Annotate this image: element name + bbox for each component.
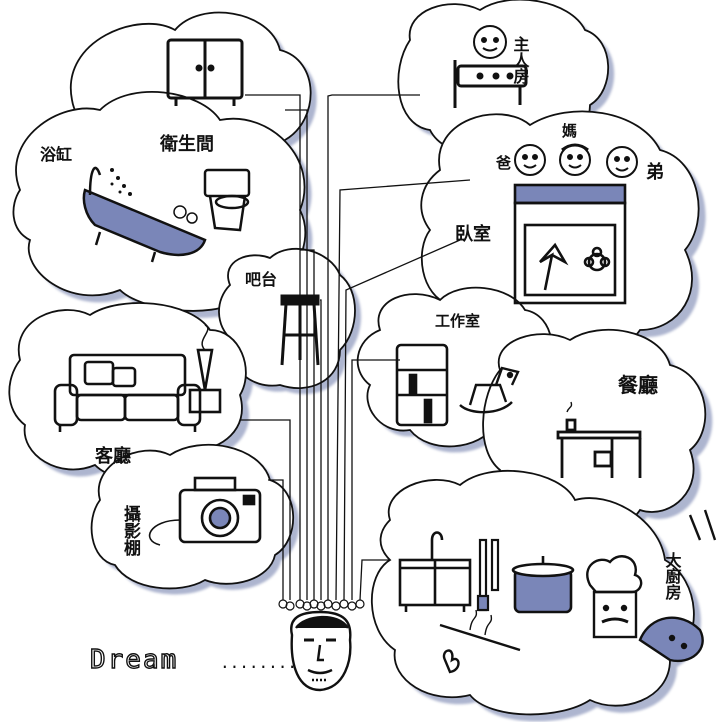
- dream-trail: ........: [220, 653, 297, 672]
- hair-curls: [278, 599, 365, 611]
- rocking-horse-icon: [459, 366, 520, 414]
- pot-icon: [511, 556, 575, 614]
- kitchen-cabinet-icon: [398, 531, 472, 612]
- utensils-icon: [476, 538, 500, 612]
- parent-face-icon: [473, 25, 507, 59]
- toilet-icon: [203, 168, 251, 232]
- connector-lines: [240, 94, 471, 601]
- label-master-bedroom: 主人房: [511, 35, 530, 85]
- family-faces: [514, 143, 638, 178]
- label-dining-room: 餐廳: [618, 373, 658, 397]
- label-photo-studio: 攝影棚: [120, 504, 141, 557]
- label-mom: 媽: [561, 122, 577, 140]
- bar-stool-icon: [280, 294, 320, 366]
- wardrobe-icon: [166, 38, 244, 106]
- dining-table-icon: [556, 401, 642, 478]
- cloud-bathroom: [12, 91, 307, 312]
- label-dad: 爸: [495, 154, 511, 172]
- label-bedroom: 臥室: [455, 223, 491, 245]
- label-bathroom: 衛生間: [159, 133, 214, 155]
- bedroom-bed-icon: [513, 183, 627, 305]
- label-kitchen: 大廚房: [663, 551, 682, 601]
- label-brother: 弟: [646, 161, 664, 183]
- dream-title: Dream: [90, 645, 178, 675]
- self-portrait-icon: [290, 610, 352, 692]
- label-studio: 工作室: [435, 312, 480, 330]
- wok-icon: [439, 609, 521, 674]
- bookshelf-icon: [395, 343, 449, 427]
- dad-face-icon: [514, 144, 546, 176]
- label-living-room: 客廳: [95, 445, 131, 467]
- master-bed-icon: [453, 60, 528, 108]
- brother-face-icon: [606, 146, 638, 178]
- sofa-icon: [53, 324, 222, 432]
- room-labels: 主人房 衛生間 浴缸 吧台 臥室 媽 爸 弟 工作室 客廳 餐廳 攝影棚 大廚房: [40, 35, 682, 601]
- label-bathtub: 浴缸: [40, 145, 72, 164]
- cloud-photo-studio: [90, 443, 295, 590]
- bathtub-icon: [82, 166, 207, 263]
- cloud-living-room: [8, 302, 247, 481]
- label-bar: 吧台: [245, 270, 277, 289]
- camera-icon: [148, 476, 262, 546]
- mom-face-icon: [559, 143, 591, 176]
- chef-icon: [586, 509, 717, 663]
